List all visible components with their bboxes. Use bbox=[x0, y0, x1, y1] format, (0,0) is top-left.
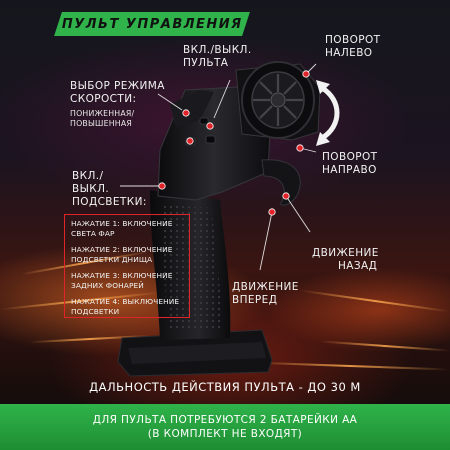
move-back-line1: ДВИЖЕНИЕ bbox=[312, 247, 379, 259]
footer-line2: (В КОМПЛЕКТ НЕ ВХОДЯТ) bbox=[147, 428, 303, 440]
steering-wheel-icon bbox=[253, 74, 303, 126]
rotate-arrow-icon bbox=[316, 80, 340, 146]
speed-mode-sub-line1: ПОНИЖЕННАЯ/ bbox=[70, 109, 135, 118]
speed-mode-sublabel: ПОНИЖЕННАЯ/ ПОВЫШЕННАЯ bbox=[70, 109, 134, 129]
lights-line1: ВКЛ./ bbox=[72, 170, 104, 182]
speed-mode-label: ВЫБОР РЕЖИМА СКОРОСТИ: bbox=[70, 80, 165, 106]
power-remote-line2: ПУЛЬТА bbox=[183, 57, 229, 69]
footer-battery-note: ДЛЯ ПУЛЬТА ПОТРЕБУЮТСЯ 2 БАТАРЕЙКИ АА (В… bbox=[0, 404, 450, 450]
list-item: НАЖАТИЕ 2: ВКЛЮЧЕНИЕ ПОДСВЕТКИ ДНИЩА bbox=[71, 245, 173, 264]
turn-left-label: ПОВОРОТ НАЛЕВО bbox=[325, 34, 380, 60]
move-back-label: ДВИЖЕНИЕ НАЗАД bbox=[312, 247, 379, 273]
list-item: НАЖАТИЕ 3: ВКЛЮЧЕНИЕ ЗАДНИХ ФОНАРЕЙ bbox=[71, 271, 173, 290]
turn-right-line1: ПОВОРОТ bbox=[322, 151, 378, 163]
power-remote-line1: ВКЛ./ВЫКЛ. bbox=[183, 44, 252, 56]
speed-mode-line2: СКОРОСТИ: bbox=[70, 93, 137, 105]
speed-mode-sub-line2: ПОВЫШЕННАЯ bbox=[70, 119, 132, 128]
lights-modes-list: НАЖАТИЕ 1: ВКЛЮЧЕНИЕ СВЕТА ФАР НАЖАТИЕ 2… bbox=[64, 214, 190, 318]
move-forward-line1: ДВИЖЕНИЕ bbox=[232, 281, 299, 293]
lights-line2: ВЫКЛ. bbox=[72, 183, 110, 195]
footer-line1: ДЛЯ ПУЛЬТА ПОТРЕБУЮТСЯ 2 БАТАРЕЙКИ АА bbox=[92, 414, 358, 426]
turn-right-line2: НАПРАВО bbox=[322, 164, 377, 176]
red-dot-marker bbox=[158, 70, 310, 216]
move-forward-label: ДВИЖЕНИЕ ВПЕРЕД bbox=[232, 281, 299, 307]
list-item: НАЖАТИЕ 4: ВЫКЛЮЧЕНИЕ ПОДСВЕТКИ bbox=[71, 297, 180, 316]
power-remote-label: ВКЛ./ВЫКЛ. ПУЛЬТА bbox=[183, 44, 252, 70]
list-item: НАЖАТИЕ 1: ВКЛЮЧЕНИЕ СВЕТА ФАР bbox=[71, 219, 173, 238]
turn-left-line2: НАЛЕВО bbox=[325, 47, 373, 59]
range-text: ДАЛЬНОСТЬ ДЕЙСТВИЯ ПУЛЬТА - ДО 30 М bbox=[89, 380, 361, 394]
turn-right-label: ПОВОРОТ НАПРАВО bbox=[322, 151, 377, 177]
move-forward-line2: ВПЕРЕД bbox=[232, 294, 278, 306]
speed-mode-line1: ВЫБОР РЕЖИМА bbox=[70, 80, 165, 92]
turn-left-line1: ПОВОРОТ bbox=[325, 34, 381, 46]
lights-label: ВКЛ./ ВЫКЛ. ПОДСВЕТКИ: bbox=[72, 170, 147, 209]
move-back-line2: НАЗАД bbox=[338, 260, 378, 272]
lights-line3: ПОДСВЕТКИ: bbox=[72, 196, 147, 208]
